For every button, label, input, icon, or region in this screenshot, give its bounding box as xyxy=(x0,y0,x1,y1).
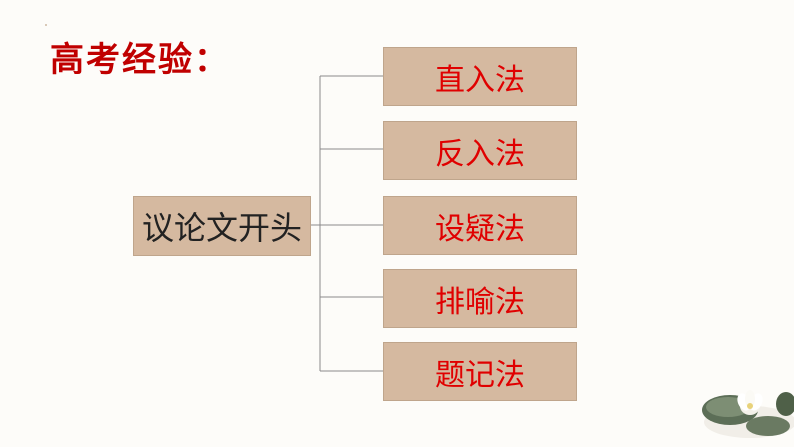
decor-dot xyxy=(45,24,47,26)
branch-node-3: 设疑法 xyxy=(383,196,577,255)
branch-node-2: 反入法 xyxy=(383,121,577,180)
branch-node-4: 排喻法 xyxy=(383,269,577,328)
root-node: 议论文开头 xyxy=(133,196,311,256)
slide-title: 高考经验： xyxy=(50,40,230,80)
lotus-leaf-image xyxy=(702,390,794,438)
branch-node-5: 题记法 xyxy=(383,342,577,401)
branch-node-1: 直入法 xyxy=(383,47,577,106)
